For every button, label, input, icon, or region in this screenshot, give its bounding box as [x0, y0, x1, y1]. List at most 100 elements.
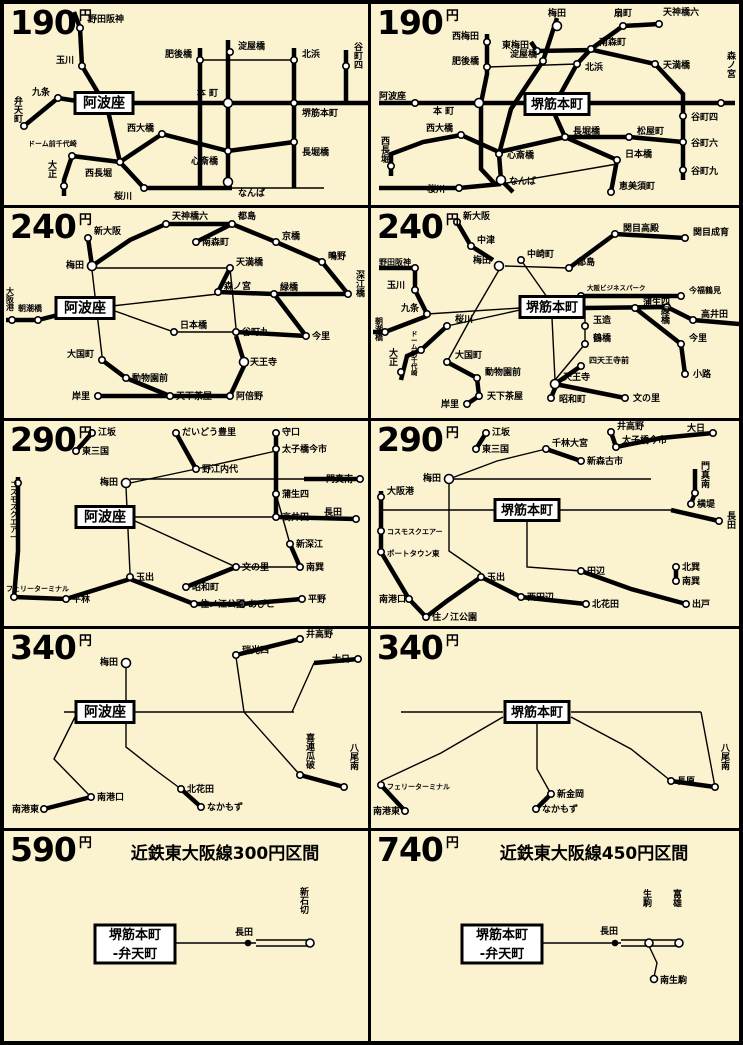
station-label: 今里: [311, 330, 330, 342]
line-segment: [71, 11, 102, 98]
fare-unit: 円: [78, 836, 92, 851]
station-label: 南港口: [379, 593, 406, 605]
station-marker: [377, 781, 386, 790]
station-label: 文の里: [241, 561, 269, 573]
station-label: 阿波座: [379, 90, 406, 102]
panel-290-sakaisujihommachi: 江坂東三国千林大宮井高野大日新森古市太子橋今市梅田門真南横堤大阪港長田コスモスク…: [371, 421, 739, 626]
station-marker: [416, 346, 425, 355]
station-marker: [271, 513, 280, 522]
line-segment: [580, 568, 687, 607]
station-label: 西長堀: [85, 167, 112, 179]
station-marker: [475, 392, 484, 401]
station-marker: [612, 442, 621, 451]
line-segment: [185, 564, 237, 590]
station-label: 生駒: [642, 888, 652, 909]
line-segment: [526, 521, 582, 572]
origin-station-box: [493, 498, 561, 522]
station-marker: [573, 59, 582, 68]
station-label: コスモスクエアー: [387, 527, 443, 536]
station-marker: [581, 340, 590, 349]
line-segment: [670, 507, 720, 524]
station-label: 淀屋橋: [510, 48, 538, 60]
station-marker: [681, 600, 690, 609]
line-segment: [243, 711, 301, 776]
panel-240-awaza: 新大阪梅田天神橋六都島南森町京橋天満橋鴫野森ノ宮緑橋深江橋大阪港朝潮橋日本橋谷町…: [4, 208, 368, 418]
station-label: 南港口: [97, 791, 124, 803]
route-map-290-sakaisujihommachi: 江坂東三国千林大宮井高野大日新森古市太子橋今市梅田門真南横堤大阪港長田コスモスク…: [377, 421, 737, 623]
station-label: 天下茶屋: [176, 390, 212, 402]
station-label: 千林大宮: [552, 437, 588, 449]
station-label: 梅田: [100, 476, 118, 488]
line-segment: [275, 493, 291, 545]
origin-station-box: [460, 923, 544, 965]
fare-amount: 190: [377, 4, 444, 42]
line-segment: [633, 306, 688, 375]
station-label: 江坂: [492, 426, 511, 438]
station-marker: [619, 21, 628, 30]
station-label: ドーム前千代崎: [410, 330, 418, 377]
station-label: 大日: [687, 422, 705, 434]
line-segment: [235, 329, 307, 339]
station-label: だいどう豊里: [182, 426, 236, 438]
station-label: 中崎町: [527, 248, 554, 260]
line-segment: [275, 514, 357, 522]
station-label: 天神橋六: [663, 6, 699, 18]
station-label: 梅田: [423, 472, 441, 484]
station-marker: [473, 97, 485, 109]
station-marker: [192, 464, 201, 473]
station-marker: [443, 473, 455, 485]
station-marker: [158, 130, 167, 139]
station-marker: [611, 939, 619, 947]
station-marker: [671, 563, 680, 572]
station-label: 肥後橋: [165, 48, 193, 60]
station-label: 南生駒: [660, 974, 687, 986]
station-marker: [126, 573, 135, 582]
station-label: 朝潮橋: [18, 303, 43, 313]
panel-290-awaza: 江坂東三国だいどう豊里守口太子橋今市野江内代門真南梅田蒲生四高井田長田新深江南巽…: [4, 421, 368, 626]
station-label: 森ノ宮: [224, 280, 251, 292]
station-label: 長田: [600, 926, 618, 937]
station-marker: [482, 429, 491, 438]
station-label: 野田阪神: [379, 257, 411, 267]
station-label: 西田辺: [527, 592, 554, 603]
station-label: 弁天町: [14, 95, 24, 125]
station-marker: [214, 288, 223, 297]
station-marker: [226, 47, 235, 56]
station-marker: [542, 444, 551, 453]
station-label: 新深江: [296, 538, 323, 550]
station-label: 蒲生四: [282, 488, 309, 500]
station-marker: [228, 220, 237, 229]
station-label: 南港東: [373, 805, 400, 817]
line-segment: [379, 550, 411, 601]
line-segment: [379, 783, 407, 813]
station-marker: [472, 444, 481, 453]
station-marker: [116, 158, 125, 167]
station-label: 大阪ビジネスパーク: [587, 283, 646, 292]
station-marker: [650, 59, 659, 68]
origin-station-box: [74, 700, 136, 724]
fare-unit: 円: [445, 634, 459, 649]
station-marker: [269, 290, 278, 299]
station-marker: [621, 394, 630, 403]
station-label: 大正: [48, 159, 57, 180]
kintetsu-section-title: 近鉄東大阪線450円区間: [499, 844, 689, 864]
line-segment: [229, 267, 237, 329]
station-marker: [561, 133, 570, 142]
station-marker: [140, 184, 149, 193]
station-label: 本 町: [197, 87, 218, 99]
station-marker: [551, 20, 563, 32]
station-label: 天満橋: [236, 256, 264, 268]
station-marker: [625, 133, 634, 142]
station-marker: [671, 577, 680, 586]
station-label: 谷町九: [691, 165, 718, 177]
station-marker: [690, 489, 699, 498]
fare-amount: 190: [10, 4, 77, 42]
station-label: 文の里: [632, 392, 660, 404]
line-segment: [398, 324, 449, 381]
origin-station-label: 堺筋本町: [526, 300, 578, 316]
station-marker: [396, 368, 405, 377]
